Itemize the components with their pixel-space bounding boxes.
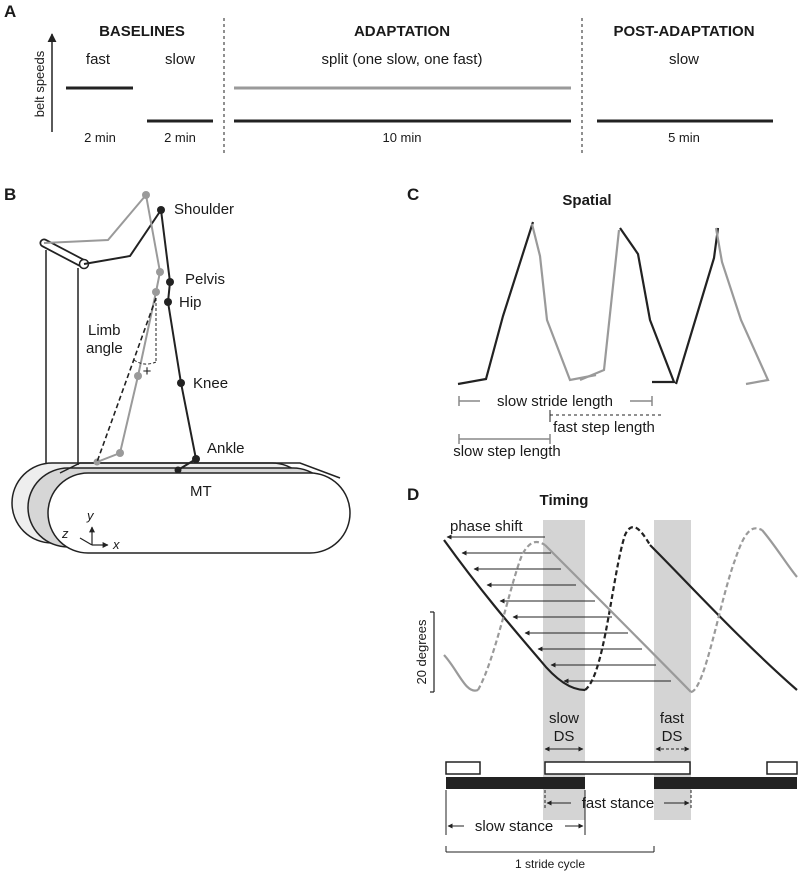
post-duration: 5 min: [668, 130, 700, 145]
shoulder-marker-label: Shoulder: [174, 201, 234, 218]
limb-angle-label-line1: Limb: [88, 322, 121, 339]
fast-baseline-label: fast: [86, 51, 111, 68]
fast-step-length-label: fast step length: [553, 419, 655, 436]
split-label: split (one slow, one fast): [322, 51, 483, 68]
slow-ds-label-line2: DS: [554, 728, 575, 745]
plus-sign: +: [143, 363, 152, 380]
limb-angle-indicator: + Limb angle: [86, 297, 157, 463]
mt-marker-label: MT: [190, 483, 212, 500]
knee-marker-label: Knee: [193, 375, 228, 392]
belt-speed-axis: belt speeds: [32, 33, 57, 132]
limb-angle-traces: [443, 526, 798, 694]
panel-d-timing: D Timing phase shift: [407, 485, 798, 871]
belt-speeds-axis-label: belt speeds: [32, 50, 47, 117]
stride-cycle-bracket: 1 stride cycle: [445, 846, 655, 871]
fast-stance-interval: fast stance: [544, 790, 692, 812]
hip-marker-label: Hip: [179, 294, 202, 311]
adaptation-header: ADAPTATION: [354, 23, 450, 40]
fast-ds-label-line1: fast: [660, 710, 685, 727]
axis-z-label: z: [61, 526, 69, 541]
slow-stance-label: slow stance: [475, 818, 553, 835]
fast-stance-label: fast stance: [582, 795, 655, 812]
ankle-marker-label: Ankle: [207, 440, 245, 457]
limb-angle-label-line2: angle: [86, 340, 123, 357]
slow-stride-length-bracket: slow stride length: [458, 391, 653, 410]
stance-bars: [445, 761, 798, 789]
slow-step-length-label: slow step length: [453, 443, 561, 460]
baselines-header: BASELINES: [99, 23, 185, 40]
fast-duration: 2 min: [84, 130, 116, 145]
post-adaptation-header: POST-ADAPTATION: [613, 23, 754, 40]
phase-shift-arrows: [461, 550, 671, 684]
fast-double-support-shading: [654, 520, 691, 820]
timing-title: Timing: [540, 492, 589, 509]
slow-stance-interval: slow stance: [445, 790, 586, 835]
axis-y-label: y: [86, 508, 95, 523]
pelvis-marker-label: Pelvis: [185, 271, 225, 288]
post-slow-label: slow: [669, 51, 699, 68]
phase-shift-label: phase shift: [450, 518, 523, 535]
panel-c-spatial: C Spatial slow stride length fast step l…: [407, 185, 770, 460]
split-belt-treadmill: [11, 238, 351, 554]
stride-stick-figures: [457, 221, 770, 386]
slow-leg-stick-figure: [157, 206, 200, 474]
panel-d-letter: D: [407, 485, 419, 504]
panel-a-protocol: A belt speeds BASELINES ADAPTATION POST-…: [4, 2, 773, 153]
panel-a-letter: A: [4, 2, 16, 21]
scale-bar-label: 20 degrees: [414, 619, 429, 685]
slow-ds-label-line1: slow: [549, 710, 579, 727]
adaptation-duration: 10 min: [382, 130, 421, 145]
slow-stride-length-label: slow stride length: [497, 393, 613, 410]
axis-x-label: x: [112, 537, 120, 552]
stride-cycle-label: 1 stride cycle: [515, 857, 585, 871]
fast-ds-label-line2: DS: [662, 728, 683, 745]
scale-bar-20-degrees: 20 degrees: [414, 611, 435, 693]
panel-b-letter: B: [4, 185, 16, 204]
panel-b-setup: B z y x: [4, 185, 351, 554]
panel-c-letter: C: [407, 185, 419, 204]
slow-baseline-label: slow: [165, 51, 195, 68]
slow-duration: 2 min: [164, 130, 196, 145]
xyz-axes-icon: z y x: [61, 508, 120, 552]
spatial-title: Spatial: [562, 192, 611, 209]
slow-step-length-bracket: slow step length: [453, 434, 561, 460]
fast-leg-stick-figure: [93, 191, 164, 466]
fast-step-length-bracket: fast step length: [549, 410, 664, 436]
